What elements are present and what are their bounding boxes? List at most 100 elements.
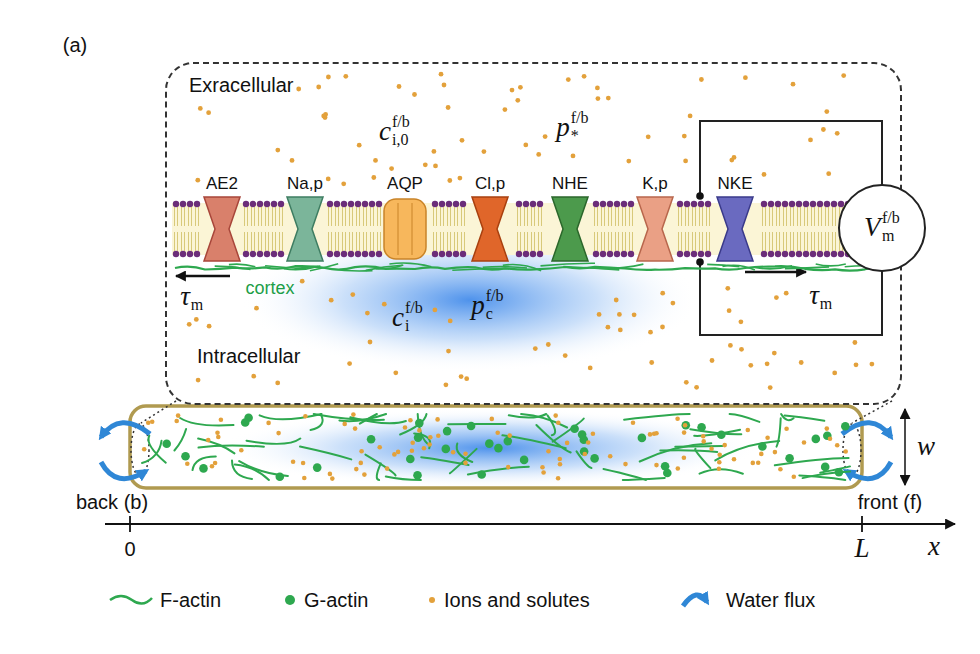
solute-dot (591, 432, 596, 437)
solute-dot (464, 376, 469, 381)
lipid-tail (608, 207, 609, 226)
lipid-head (460, 201, 466, 207)
lipid-tail (797, 207, 798, 226)
lipid-head (453, 201, 459, 207)
lipid-head (705, 201, 711, 207)
electrode-dot (696, 258, 704, 266)
lipid-head (341, 201, 347, 207)
solute-dot (215, 430, 220, 435)
lipid-tail (601, 207, 602, 226)
lipid-tail (440, 232, 441, 251)
lipid-head (831, 251, 837, 257)
lipid-head (334, 201, 340, 207)
lipid-tail (244, 207, 245, 226)
lipid-tail (335, 207, 336, 226)
solute-dot (365, 311, 370, 316)
solute-dot (436, 434, 441, 439)
lipid-tail (261, 207, 262, 226)
lipid-head (257, 251, 263, 257)
solute-dot (239, 448, 244, 453)
lipid-head (691, 201, 697, 207)
lipid-tail (457, 207, 458, 226)
lipid-tail (702, 207, 703, 226)
lipid-tail (177, 207, 178, 226)
region-label: Intracellular (197, 345, 300, 367)
lipid-tail (618, 232, 619, 251)
solute-dot (614, 298, 619, 303)
lipid-head (439, 251, 445, 257)
lipid-tail (783, 207, 784, 226)
math-symbol: c (392, 303, 404, 333)
lipid-head (810, 201, 816, 207)
f-actin-filament (174, 429, 186, 451)
g-actin-monomer (276, 472, 285, 481)
lipid-tail (779, 207, 780, 226)
solute-dot (675, 416, 680, 421)
legend-text: Water flux (726, 589, 815, 611)
solute-dot (329, 298, 334, 303)
solute-dot (397, 84, 402, 89)
solute-dot (382, 302, 387, 307)
solute-dot (448, 319, 453, 324)
solute-dot (773, 450, 778, 455)
aquaporin-detail (412, 203, 413, 255)
g-actin-monomer (162, 440, 171, 449)
solute-dot (343, 74, 348, 79)
lipid-tail (282, 232, 283, 251)
lipid-tail (783, 232, 784, 251)
lipid-head (264, 201, 270, 207)
lipid-head (775, 201, 781, 207)
solute-dot (328, 472, 333, 477)
g-actin-monomer (467, 422, 476, 431)
lipid-head (593, 251, 599, 257)
solute-dot (503, 107, 508, 112)
lipid-tail (800, 207, 801, 226)
solute-dot (759, 452, 764, 457)
solute-dot (533, 346, 538, 351)
lipid-tail (433, 207, 434, 226)
cortex-fiber (541, 263, 596, 266)
lipid-head (537, 201, 543, 207)
lipid-head (607, 201, 613, 207)
width-arrow (904, 409, 906, 485)
lipid-tail (608, 232, 609, 251)
lipid-tail (625, 207, 626, 226)
solute-dot (213, 461, 218, 466)
solute-dot (732, 457, 737, 462)
solute-dot (683, 159, 688, 164)
solute-dot (649, 360, 654, 365)
lipid-head (376, 251, 382, 257)
solute-dot (648, 432, 653, 437)
lipid-tail (342, 207, 343, 226)
lipid-head (432, 251, 438, 257)
legend-sample-arrow (683, 595, 707, 606)
lipid-tail (765, 207, 766, 226)
lipid-tail (804, 232, 805, 251)
solute-dot (606, 325, 611, 330)
lipid-head (684, 201, 690, 207)
lipid-tail (251, 232, 252, 251)
lipid-head (243, 251, 249, 257)
solute-dot (743, 75, 748, 80)
g-actin-monomer (241, 418, 250, 427)
solute-dot (347, 361, 352, 366)
lipid-tail (251, 207, 252, 226)
lipid-tail (195, 232, 196, 251)
f-actin-filament (377, 463, 381, 480)
lipid-tail (709, 207, 710, 226)
solute-dot (784, 291, 789, 296)
g-actin-monomer (682, 421, 691, 430)
solute-dot (206, 438, 211, 443)
channel-icon (637, 197, 673, 261)
lipid-head (824, 251, 830, 257)
g-actin-monomer (367, 435, 376, 444)
solute-dot (174, 419, 179, 424)
solute-dot (870, 362, 875, 367)
lipid-tail (681, 232, 682, 251)
solute-dot (451, 450, 456, 455)
lipid-tail (678, 207, 679, 226)
lipid-head (782, 251, 788, 257)
lipid-tail (706, 232, 707, 251)
solute-dot (377, 445, 382, 450)
